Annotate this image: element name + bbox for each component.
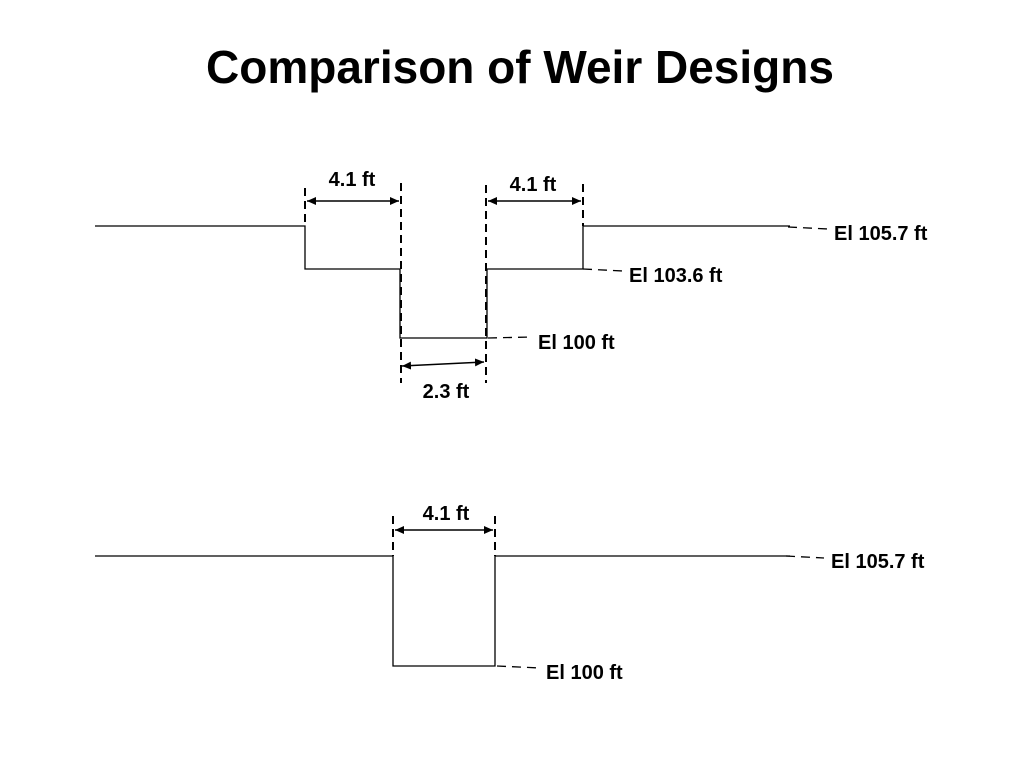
elevation-leader [487,336,533,339]
elevation-label: El 105.7 ft [831,551,925,573]
elevation-leader [496,665,541,669]
elevation-label: El 103.6 ft [629,265,723,287]
elevation-leader [785,555,825,559]
dimension-label: 2.3 ft [423,381,470,403]
elevation-leader [787,226,829,230]
stepped-weir-profile [95,225,790,339]
stepped-weir-diagram: 4.1 ft 4.1 ft 2.3 ft El 105.7 ft El 103.… [95,169,928,403]
elevation-leader [582,268,624,272]
rectangular-weir-diagram: 4.1 ft El 105.7 ft El 100 ft [95,503,925,684]
elevation-label: El 100 ft [546,662,623,684]
elevation-label: El 100 ft [538,332,615,354]
dimension-label: 4.1 ft [423,503,470,525]
dimension-label: 4.1 ft [329,169,376,191]
dimension-label: 4.1 ft [510,174,557,196]
elevation-label: El 105.7 ft [834,223,928,245]
slide-title: Comparison of Weir Designs [206,41,834,93]
rectangular-weir-profile [95,555,790,667]
dimension-arrow-notch [401,358,485,370]
